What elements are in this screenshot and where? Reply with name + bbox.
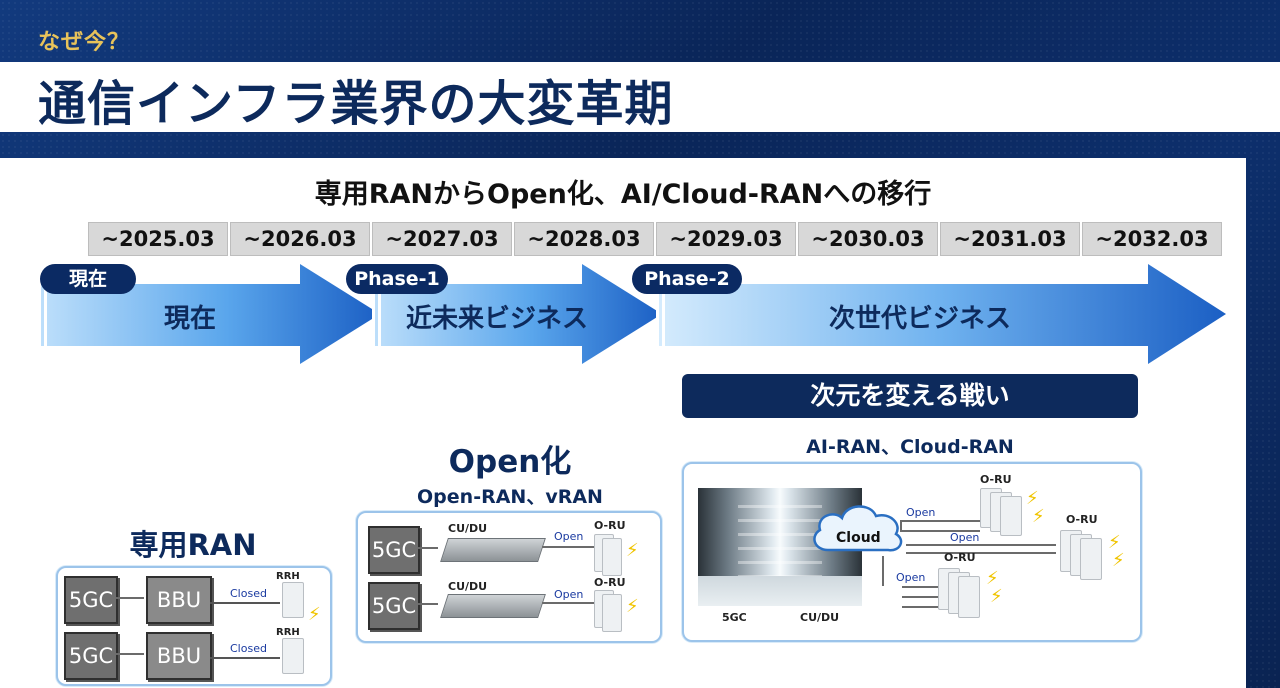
title-band bbox=[0, 62, 1280, 132]
signal-bolt-icon: ⚡ bbox=[1112, 550, 1125, 571]
timeline-cell: ~2025.03 bbox=[88, 222, 228, 256]
link-line bbox=[882, 556, 884, 586]
cloud-icon bbox=[813, 505, 903, 552]
timeline-cell: ~2030.03 bbox=[798, 222, 938, 256]
link-line bbox=[900, 520, 902, 530]
cu-du-label: CU/DU bbox=[448, 522, 488, 535]
page-title: 通信インフラ業界の大変革期 bbox=[38, 76, 674, 132]
o-ru-unit bbox=[602, 594, 622, 632]
ai-ran-title: AI-RAN、Cloud-RAN bbox=[806, 436, 1014, 458]
cloud-label: Cloud bbox=[836, 530, 881, 546]
signal-bolt-icon: ⚡ bbox=[626, 540, 639, 561]
battle-banner: 次元を変える戦い bbox=[682, 374, 1138, 418]
dedicated-ran-title: 専用RAN bbox=[129, 528, 257, 562]
rrh-label: RRH bbox=[276, 627, 300, 638]
core-5gc-box: 5GC bbox=[368, 582, 420, 630]
dc-label-cu-du: CU/DU bbox=[800, 611, 840, 624]
bbu-box: BBU bbox=[146, 632, 212, 680]
link-line bbox=[542, 602, 598, 604]
signal-bolt-icon: ⚡ bbox=[990, 586, 1003, 607]
timeline-cell: ~2029.03 bbox=[656, 222, 796, 256]
open-link-label: Open bbox=[906, 506, 936, 519]
o-ru-label: O-RU bbox=[980, 473, 1012, 486]
closed-link-label: Closed bbox=[230, 642, 267, 655]
bbu-box: BBU bbox=[146, 576, 212, 624]
link-line bbox=[906, 552, 1056, 554]
core-5gc-box: 5GC bbox=[368, 526, 420, 574]
cu-du-label: CU/DU bbox=[448, 580, 488, 593]
o-ru-unit bbox=[602, 538, 622, 576]
link-line bbox=[902, 596, 938, 598]
open-ran-subtitle: Open-RAN、vRAN bbox=[417, 486, 603, 508]
cu-du-server bbox=[440, 594, 546, 618]
timeline-cell: ~2032.03 bbox=[1082, 222, 1222, 256]
link-line bbox=[542, 546, 598, 548]
cu-du-server bbox=[440, 538, 546, 562]
o-ru-unit bbox=[958, 576, 980, 618]
link-line bbox=[900, 530, 980, 532]
link-line bbox=[900, 520, 980, 522]
link-line bbox=[418, 547, 438, 549]
link-line bbox=[902, 606, 938, 608]
signal-bolt-icon: ⚡ bbox=[1026, 488, 1039, 509]
open-link-label: Open bbox=[554, 588, 584, 601]
o-ru-label: O-RU bbox=[594, 576, 626, 589]
phase-badge-current: 現在 bbox=[40, 264, 136, 294]
open-link-label: Open bbox=[950, 531, 980, 544]
phase-badge-phase1: Phase-1 bbox=[346, 264, 448, 294]
timeline-cell: ~2028.03 bbox=[514, 222, 654, 256]
section-label: なぜ今？ bbox=[38, 30, 131, 55]
timeline-cell: ~2031.03 bbox=[940, 222, 1080, 256]
phase-badge-phase2: Phase-2 bbox=[632, 264, 742, 294]
arrow-label-phase1: 近未来ビジネス bbox=[405, 304, 588, 334]
link-line bbox=[902, 586, 938, 588]
open-link-label: Open bbox=[554, 530, 584, 543]
link-line bbox=[906, 544, 1056, 546]
core-5gc-box: 5GC bbox=[64, 632, 118, 680]
o-ru-unit bbox=[1080, 538, 1102, 580]
link-line bbox=[116, 597, 144, 599]
rrh-label: RRH bbox=[276, 571, 300, 582]
link-line bbox=[418, 603, 438, 605]
arrow-phase1 bbox=[372, 264, 662, 364]
arrow-label-current: 現在 bbox=[163, 304, 216, 334]
signal-bolt-icon: ⚡ bbox=[1108, 532, 1121, 553]
open-ran-title: Open化 bbox=[448, 444, 572, 480]
timeline-cell: ~2026.03 bbox=[230, 222, 370, 256]
o-ru-label: O-RU bbox=[1066, 513, 1098, 526]
core-5gc-box: 5GC bbox=[64, 576, 118, 624]
signal-bolt-icon: ⚡ bbox=[626, 596, 639, 617]
arrow-label-phase2: 次世代ビジネス bbox=[828, 304, 1011, 334]
signal-bolt-icon: ⚡ bbox=[308, 604, 321, 625]
dc-label-5gc: 5GC bbox=[722, 611, 747, 624]
timeline-cell: ~2027.03 bbox=[372, 222, 512, 256]
link-line bbox=[210, 602, 280, 604]
diagram-subtitle: 専用RANからOpen化、AI/Cloud-RANへの移行 bbox=[314, 179, 932, 210]
arrow-phase2 bbox=[656, 264, 1226, 364]
link-line bbox=[116, 653, 144, 655]
signal-bolt-icon: ⚡ bbox=[986, 568, 999, 589]
o-ru-label: O-RU bbox=[594, 519, 626, 532]
rrh-unit bbox=[282, 582, 304, 618]
rrh-unit bbox=[282, 638, 304, 674]
o-ru-label: O-RU bbox=[944, 551, 976, 564]
signal-bolt-icon: ⚡ bbox=[1032, 506, 1045, 527]
o-ru-unit bbox=[1000, 496, 1022, 536]
closed-link-label: Closed bbox=[230, 587, 267, 600]
link-line bbox=[210, 657, 280, 659]
open-link-label: Open bbox=[896, 571, 926, 584]
